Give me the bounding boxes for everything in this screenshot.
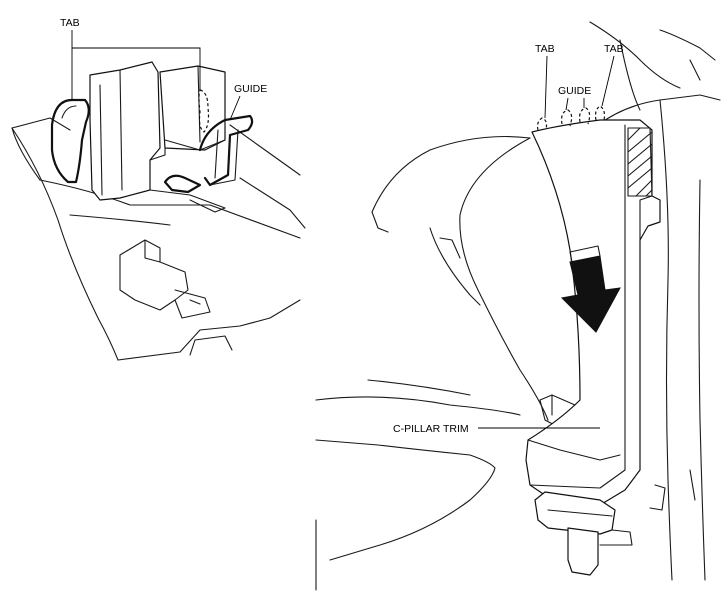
left-guide-leader	[229, 95, 241, 121]
guide-dashed-2	[579, 107, 591, 125]
right-tab-1-label: TAB	[535, 43, 555, 55]
right-tab-1-leader	[544, 55, 548, 119]
right-detail-view: TAB TAB GUIDE C-PILLAR TRIM	[315, 21, 721, 591]
left-tab-label: TAB	[60, 17, 80, 29]
hatched-section	[627, 127, 653, 197]
c-pillar-trim-label: C-PILLAR TRIM	[393, 423, 469, 435]
right-guide-label: GUIDE	[558, 85, 591, 97]
left-guide-label: GUIDE	[234, 83, 267, 95]
guide-dashed	[561, 109, 573, 127]
right-tab-2-label: TAB	[604, 43, 624, 55]
left-tab-leader-branch	[72, 47, 201, 90]
tab-1-dashed	[536, 117, 548, 131]
right-guide-leader	[565, 97, 569, 111]
right-tab-2-leader	[601, 55, 615, 107]
left-detail-view: TAB GUIDE	[11, 17, 306, 361]
tab-2-dashed	[594, 105, 606, 121]
down-arrow-icon	[560, 255, 621, 333]
